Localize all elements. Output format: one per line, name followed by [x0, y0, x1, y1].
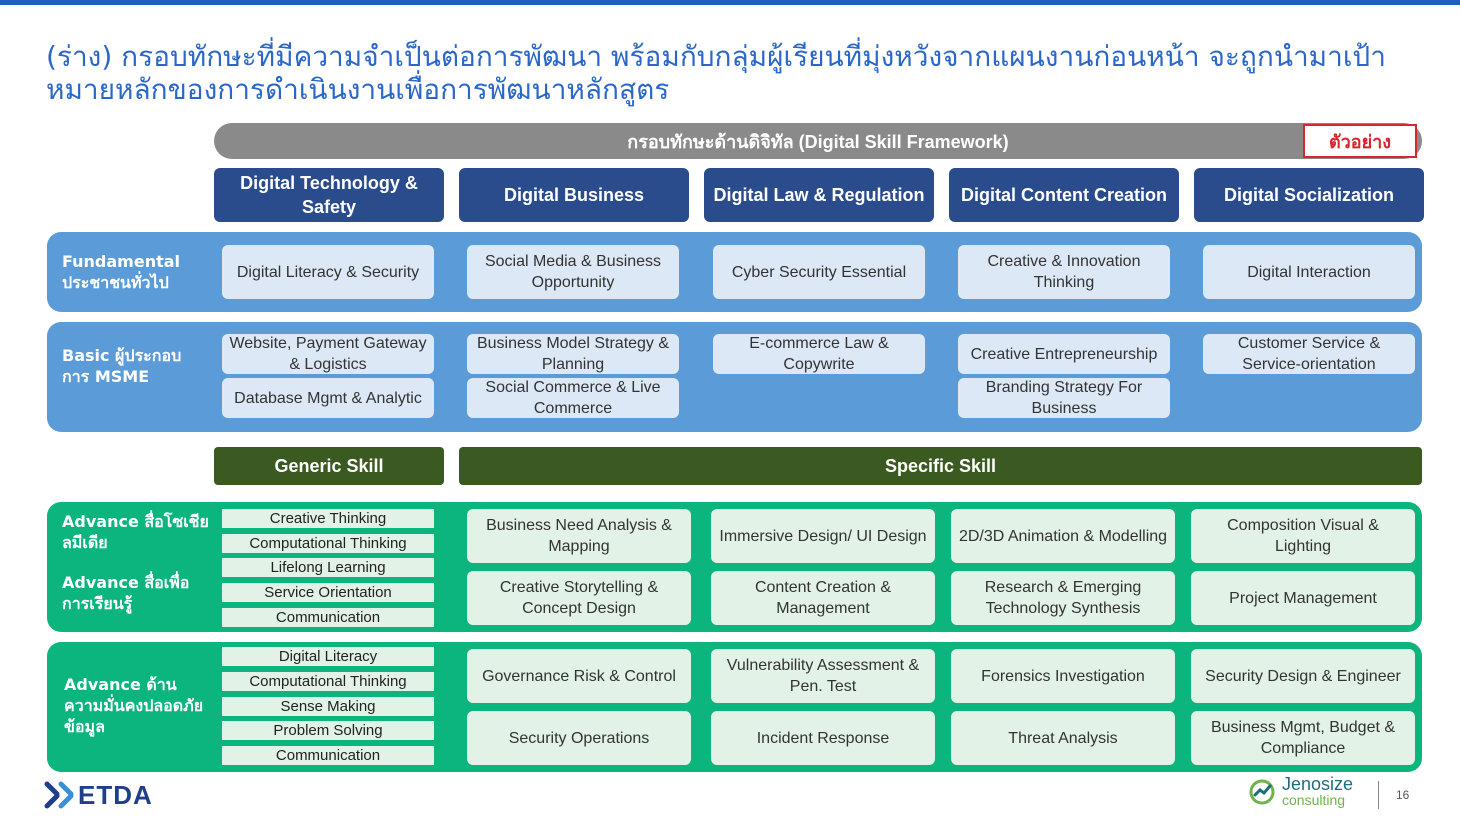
- page-title: (ร่าง) กรอบทักษะที่มีความจำเป็นต่อการพัฒ…: [46, 40, 1386, 106]
- etda-logo-text: ETDA: [78, 779, 153, 810]
- jenosize-name: Jenosize: [1282, 774, 1354, 794]
- jenosize-logo: Jenosize consulting: [1248, 774, 1354, 808]
- framework-banner: กรอบทักษะด้านดิจิทัล (Digital Skill Fram…: [214, 123, 1422, 159]
- etda-mark-icon: [44, 781, 74, 809]
- specific-skill-cell: Incident Response: [711, 711, 935, 765]
- specific-skill-cell: Governance Risk & Control: [467, 649, 691, 703]
- column-header-socialization: Digital Socialization: [1194, 168, 1424, 222]
- generic-skill-item: Computational Thinking: [222, 534, 434, 553]
- specific-skill-cell: Immersive Design/ UI Design: [711, 509, 935, 563]
- fundamental-label: Fundamental ประชาชนทั่วไป: [62, 252, 181, 292]
- column-header-content: Digital Content Creation: [949, 168, 1179, 222]
- advance-social-label: Advance สื่อโซเชียลมีเดีย: [62, 512, 209, 552]
- specific-skill-cell: Project Management: [1191, 571, 1415, 625]
- specific-skill-cell: Security Operations: [467, 711, 691, 765]
- basic-cell: Creative Entrepreneurship: [958, 334, 1170, 374]
- basic-cell: Database Mgmt & Analytic: [222, 378, 434, 418]
- fundamental-cell: Cyber Security Essential: [713, 245, 925, 299]
- generic-skill-item: Communication: [222, 746, 434, 765]
- basic-cell: Website, Payment Gateway & Logistics: [222, 334, 434, 374]
- generic-skill-item: Service Orientation: [222, 583, 434, 602]
- jenosize-sub: consulting: [1282, 792, 1346, 808]
- example-badge: ตัวอย่าง: [1303, 124, 1417, 158]
- specific-skill-cell: Forensics Investigation: [951, 649, 1175, 703]
- footer-divider: [1378, 781, 1379, 809]
- basic-cell: Customer Service & Service-orientation: [1203, 334, 1415, 374]
- advance-security-label: Advance ด้านความมั่นคงปลอดภัยข้อมูล: [64, 675, 204, 736]
- generic-skill-item: Creative Thinking: [222, 509, 434, 528]
- advance-learning-label: Advance สื่อเพื่อการเรียนรู้: [62, 573, 190, 613]
- column-header-law: Digital Law & Regulation: [704, 168, 934, 222]
- specific-skill-cell: Creative Storytelling & Concept Design: [467, 571, 691, 625]
- column-header-tech-safety: Digital Technology & Safety: [214, 168, 444, 222]
- specific-skill-cell: Research & Emerging Technology Synthesis: [951, 571, 1175, 625]
- generic-skill-item: Lifelong Learning: [222, 558, 434, 577]
- column-header-business: Digital Business: [459, 168, 689, 222]
- page-number: 16: [1396, 788, 1410, 802]
- top-accent-bar: [0, 0, 1460, 5]
- framework-label: กรอบทักษะด้านดิจิทัล (Digital Skill Fram…: [627, 131, 1009, 152]
- fundamental-cell: Digital Interaction: [1203, 245, 1415, 299]
- specific-skill-cell: Content Creation & Management: [711, 571, 935, 625]
- basic-cell: Social Commerce & Live Commerce: [467, 378, 679, 418]
- basic-cell: Branding Strategy For Business: [958, 378, 1170, 418]
- generic-skill-header: Generic Skill: [214, 447, 444, 485]
- specific-skill-header: Specific Skill: [459, 447, 1422, 485]
- generic-skill-item: Computational Thinking: [222, 672, 434, 691]
- specific-skill-cell: 2D/3D Animation & Modelling: [951, 509, 1175, 563]
- generic-skill-item: Digital Literacy: [222, 647, 434, 666]
- fundamental-cell: Creative & Innovation Thinking: [958, 245, 1170, 299]
- specific-skill-cell: Security Design & Engineer: [1191, 649, 1415, 703]
- fundamental-cell: Digital Literacy & Security: [222, 245, 434, 299]
- specific-skill-cell: Business Need Analysis & Mapping: [467, 509, 691, 563]
- specific-skill-cell: Business Mgmt, Budget & Compliance: [1191, 711, 1415, 765]
- generic-skill-item: Sense Making: [222, 697, 434, 716]
- specific-skill-cell: Threat Analysis: [951, 711, 1175, 765]
- basic-cell: Business Model Strategy & Planning: [467, 334, 679, 374]
- etda-logo: ETDA: [44, 780, 153, 810]
- jenosize-mark-icon: [1249, 779, 1275, 805]
- basic-cell: E-commerce Law & Copywrite: [713, 334, 925, 374]
- generic-skill-item: Problem Solving: [222, 721, 434, 740]
- specific-skill-cell: Composition Visual & Lighting: [1191, 509, 1415, 563]
- basic-label: Basic ผู้ประกอบการ MSME: [62, 346, 182, 386]
- generic-skill-item: Communication: [222, 608, 434, 627]
- fundamental-cell: Social Media & Business Opportunity: [467, 245, 679, 299]
- specific-skill-cell: Vulnerability Assessment & Pen. Test: [711, 649, 935, 703]
